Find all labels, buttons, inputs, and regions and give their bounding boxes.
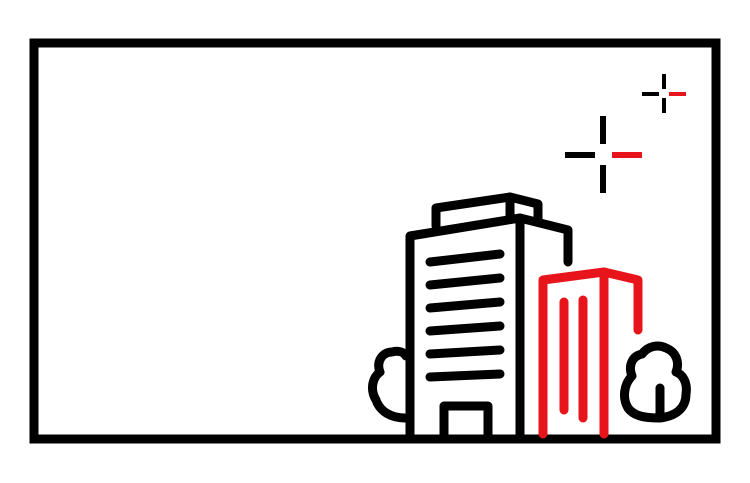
sparkle-large-icon (565, 116, 642, 193)
tree-right-icon (620, 341, 691, 423)
tree-left-icon (368, 346, 411, 423)
sparkle-small-icon (642, 74, 686, 113)
red-building-icon (538, 267, 643, 439)
office-tower-icon (405, 192, 573, 443)
frame-icon (29, 38, 721, 444)
